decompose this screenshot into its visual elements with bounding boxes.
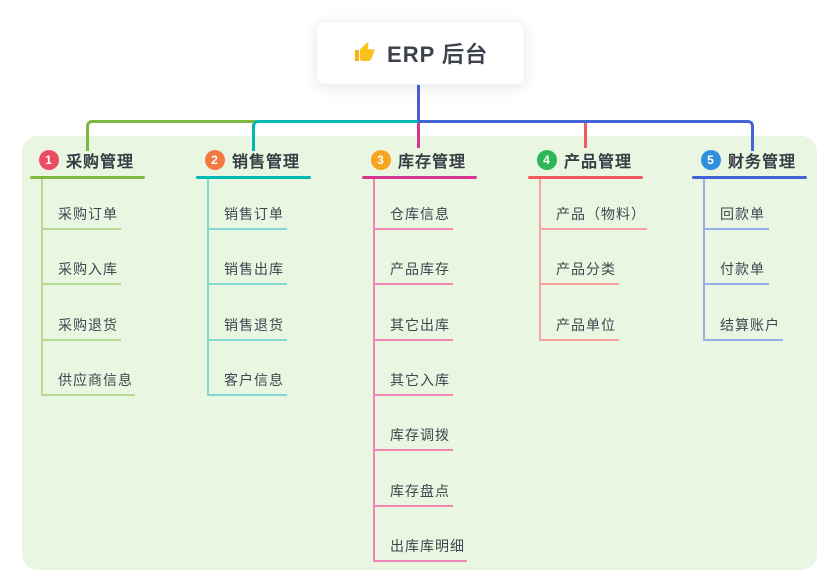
child-node-出库库明细[interactable]: 出库库明细 <box>390 538 465 554</box>
branch-vertical-line <box>703 179 705 341</box>
branch-title: 库存管理 <box>398 154 467 171</box>
connector-branch-1 <box>86 120 257 151</box>
branch-number-badge: 4 <box>537 150 557 170</box>
branch-vertical-line <box>41 179 43 396</box>
child-node-产品库存[interactable]: 产品库存 <box>390 261 450 277</box>
branch-node-采购管理[interactable]: 1 采购管理 <box>39 149 134 171</box>
child-node-库存盘点[interactable]: 库存盘点 <box>390 483 450 499</box>
child-node-产品分类[interactable]: 产品分类 <box>556 261 616 277</box>
child-underline <box>207 339 287 341</box>
child-node-结算账户[interactable]: 结算账户 <box>720 317 780 333</box>
branch-vertical-line <box>373 179 375 562</box>
branch-vertical-line <box>207 179 209 396</box>
root-title: ERP 后台 <box>387 42 488 67</box>
child-underline <box>207 283 287 285</box>
child-underline <box>703 283 769 285</box>
branch-title: 销售管理 <box>232 154 301 171</box>
child-node-采购入库[interactable]: 采购入库 <box>58 261 118 277</box>
child-underline <box>539 339 619 341</box>
branch-underline <box>692 176 807 179</box>
branch-title: 采购管理 <box>66 154 135 171</box>
child-node-销售出库[interactable]: 销售出库 <box>224 261 284 277</box>
child-node-采购订单[interactable]: 采购订单 <box>58 206 118 222</box>
branch-vertical-line <box>539 179 541 341</box>
child-underline <box>41 228 121 230</box>
branch-number-badge: 5 <box>701 150 721 170</box>
child-underline <box>207 228 287 230</box>
child-underline <box>373 339 453 341</box>
branch-title: 财务管理 <box>728 154 797 171</box>
child-underline <box>41 394 135 396</box>
child-underline <box>703 339 783 341</box>
connector-branch-5 <box>418 120 754 151</box>
branches-panel <box>22 136 817 570</box>
child-node-付款单[interactable]: 付款单 <box>720 261 765 277</box>
branch-underline <box>30 176 145 179</box>
child-underline <box>373 505 453 507</box>
child-node-其它出库[interactable]: 其它出库 <box>390 317 450 333</box>
child-node-库存调拨[interactable]: 库存调拨 <box>390 427 450 443</box>
branch-underline <box>528 176 643 179</box>
branch-number-badge: 3 <box>371 150 391 170</box>
connector-branch-4 <box>584 123 587 148</box>
child-underline <box>703 228 769 230</box>
child-underline <box>41 339 121 341</box>
thumbs-up-icon <box>353 41 377 65</box>
child-underline <box>373 560 467 562</box>
child-underline <box>207 394 287 396</box>
child-node-客户信息[interactable]: 客户信息 <box>224 372 284 388</box>
branch-node-产品管理[interactable]: 4 产品管理 <box>537 149 632 171</box>
child-node-采购退货[interactable]: 采购退货 <box>58 317 118 333</box>
child-underline <box>539 283 619 285</box>
root-connector-line <box>417 83 420 122</box>
child-underline <box>373 449 453 451</box>
child-node-销售订单[interactable]: 销售订单 <box>224 206 284 222</box>
root-node[interactable]: ERP 后台 <box>316 21 525 85</box>
connector-branch-2 <box>252 120 422 151</box>
child-underline <box>373 283 453 285</box>
child-underline <box>373 394 453 396</box>
branch-node-财务管理[interactable]: 5 财务管理 <box>701 149 796 171</box>
branch-underline <box>196 176 311 179</box>
branch-title: 产品管理 <box>564 154 633 171</box>
child-underline <box>373 228 453 230</box>
branch-number-badge: 2 <box>205 150 225 170</box>
child-node-其它入库[interactable]: 其它入库 <box>390 372 450 388</box>
branch-number-badge: 1 <box>39 150 59 170</box>
child-underline <box>41 283 121 285</box>
child-node-回款单[interactable]: 回款单 <box>720 206 765 222</box>
branch-node-销售管理[interactable]: 2 销售管理 <box>205 149 300 171</box>
child-node-销售退货[interactable]: 销售退货 <box>224 317 284 333</box>
child-node-产品（物料）[interactable]: 产品（物料） <box>556 206 646 222</box>
child-node-供应商信息[interactable]: 供应商信息 <box>58 372 133 388</box>
branch-underline <box>362 176 477 179</box>
branch-node-库存管理[interactable]: 3 库存管理 <box>371 149 466 171</box>
child-underline <box>539 228 647 230</box>
child-node-仓库信息[interactable]: 仓库信息 <box>390 206 450 222</box>
connector-branch-3 <box>417 123 420 148</box>
child-node-产品单位[interactable]: 产品单位 <box>556 317 616 333</box>
